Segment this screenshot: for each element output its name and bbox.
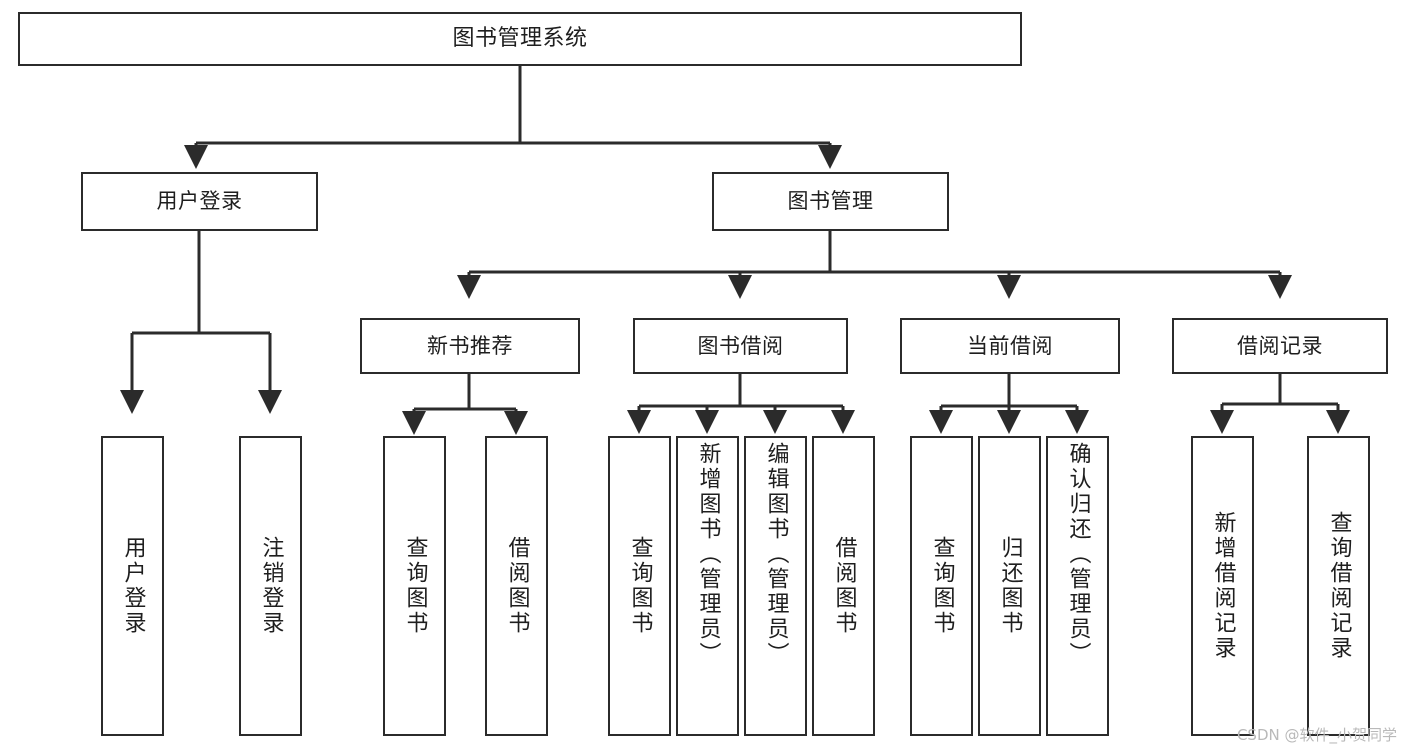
node-root-label: 图书管理系统 [452, 26, 588, 52]
node-current-borrow-label: 当前借阅 [967, 333, 1053, 358]
node-leaf-query-record[interactable]: 查询借阅记录 [1307, 436, 1370, 736]
node-leaf-user-login[interactable]: 用户登录 [101, 436, 164, 736]
node-leaf-return-book[interactable]: 归还图书 [978, 436, 1041, 736]
node-leaf-confirm-return-label: 确认归还（管理员） [1065, 442, 1091, 667]
node-leaf-user-login-label: 用户登录 [120, 536, 146, 636]
node-book-borrow[interactable]: 图书借阅 [633, 318, 848, 374]
watermark-text: CSDN @软件_小贺同学 [1236, 726, 1397, 744]
node-leaf-edit-book[interactable]: 编辑图书（管理员） [744, 436, 807, 736]
node-leaf-borrow-book-1-label: 借阅图书 [504, 536, 530, 636]
node-current-borrow[interactable]: 当前借阅 [900, 318, 1120, 374]
node-leaf-query-record-label: 查询借阅记录 [1326, 511, 1352, 661]
node-book-manage-label: 图书管理 [787, 189, 874, 214]
node-leaf-logout-login[interactable]: 注销登录 [239, 436, 302, 736]
node-leaf-confirm-return[interactable]: 确认归还（管理员） [1046, 436, 1109, 736]
node-leaf-add-record[interactable]: 新增借阅记录 [1191, 436, 1254, 736]
node-borrow-record[interactable]: 借阅记录 [1172, 318, 1388, 374]
node-leaf-query-book-3[interactable]: 查询图书 [910, 436, 973, 736]
node-leaf-edit-book-label: 编辑图书（管理员） [763, 442, 789, 667]
node-leaf-logout-login-label: 注销登录 [258, 536, 284, 636]
node-new-book-rec[interactable]: 新书推荐 [360, 318, 580, 374]
node-root[interactable]: 图书管理系统 [18, 12, 1022, 66]
node-borrow-record-label: 借阅记录 [1237, 333, 1323, 358]
node-user-login-label: 用户登录 [156, 189, 243, 214]
node-leaf-add-record-label: 新增借阅记录 [1210, 511, 1236, 661]
node-user-login[interactable]: 用户登录 [81, 172, 318, 231]
node-leaf-borrow-book-2[interactable]: 借阅图书 [812, 436, 875, 736]
node-leaf-query-book-2-label: 查询图书 [627, 536, 653, 636]
node-leaf-add-book[interactable]: 新增图书（管理员） [676, 436, 739, 736]
node-leaf-borrow-book-1[interactable]: 借阅图书 [485, 436, 548, 736]
node-leaf-query-book-2[interactable]: 查询图书 [608, 436, 671, 736]
node-book-manage[interactable]: 图书管理 [712, 172, 949, 231]
node-leaf-query-book-3-label: 查询图书 [929, 536, 955, 636]
node-leaf-query-book-1-label: 查询图书 [402, 536, 428, 636]
node-leaf-return-book-label: 归还图书 [997, 536, 1023, 636]
node-new-book-rec-label: 新书推荐 [427, 333, 513, 358]
node-leaf-add-book-label: 新增图书（管理员） [695, 442, 721, 667]
node-leaf-query-book-1[interactable]: 查询图书 [383, 436, 446, 736]
node-book-borrow-label: 图书借阅 [697, 333, 784, 358]
node-leaf-borrow-book-2-label: 借阅图书 [831, 536, 857, 636]
